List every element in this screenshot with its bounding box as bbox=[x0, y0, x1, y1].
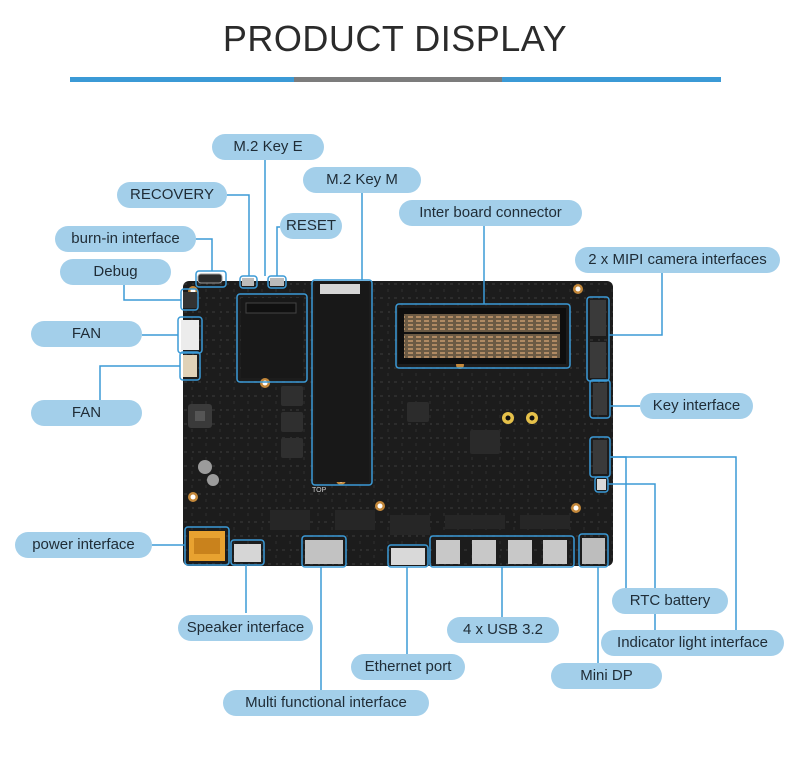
label-inter-board-connector: Inter board connector bbox=[399, 200, 582, 226]
label-mipi-camera-interfaces: 2 x MIPI camera interfaces bbox=[575, 247, 780, 273]
label-rtc-battery: RTC battery bbox=[612, 588, 728, 614]
label-reset: RESET bbox=[280, 213, 342, 239]
usb-connectors bbox=[436, 540, 567, 564]
page-title: PRODUCT DISPLAY bbox=[222, 18, 568, 59]
label-ethernet-port: Ethernet port bbox=[351, 654, 465, 680]
label-recovery: RECOVERY bbox=[117, 182, 227, 208]
title-underline-right bbox=[502, 77, 721, 82]
fan-connector-2 bbox=[183, 355, 197, 377]
label-fan-1: FAN bbox=[31, 321, 142, 347]
label-indicator-light-interface: Indicator light interface bbox=[601, 630, 784, 656]
mipi-camera-connectors bbox=[590, 300, 606, 378]
recovery-button bbox=[242, 278, 254, 286]
burn-in-port bbox=[197, 273, 223, 284]
label-m2-key-m: M.2 Key M bbox=[303, 167, 421, 193]
label-m2-key-e: M.2 Key E bbox=[212, 134, 324, 160]
label-usb: 4 x USB 3.2 bbox=[447, 617, 559, 643]
title-underline-middle bbox=[294, 77, 502, 82]
reset-button bbox=[270, 278, 284, 286]
label-debug: Debug bbox=[60, 259, 171, 285]
power-connector bbox=[189, 531, 225, 561]
key-interface-connector bbox=[593, 383, 607, 415]
mini-dp-connector bbox=[582, 538, 605, 564]
ethernet-connector bbox=[391, 548, 425, 565]
label-mini-dp: Mini DP bbox=[551, 663, 662, 689]
debug-port bbox=[183, 292, 197, 308]
inter-board-connector bbox=[398, 308, 566, 364]
label-key-interface: Key interface bbox=[640, 393, 753, 419]
fan-connector-1 bbox=[181, 320, 199, 350]
leader-lines bbox=[99, 159, 737, 690]
label-power-interface: power interface bbox=[15, 532, 152, 558]
m2-key-e-slot bbox=[241, 298, 303, 378]
m2-key-m-slot: TOP bbox=[312, 282, 369, 494]
board-silkscreen-top: TOP bbox=[312, 487, 327, 494]
label-fan-2: FAN bbox=[31, 400, 142, 426]
title-underline-left bbox=[70, 77, 294, 82]
label-burn-in-interface: burn-in interface bbox=[55, 226, 196, 252]
speaker-connector bbox=[234, 544, 261, 562]
label-speaker-interface: Speaker interface bbox=[178, 615, 313, 641]
indicator-light-connector bbox=[593, 440, 607, 474]
multi-functional-connector bbox=[305, 540, 343, 564]
label-multi-functional-interface: Multi functional interface bbox=[223, 690, 429, 716]
